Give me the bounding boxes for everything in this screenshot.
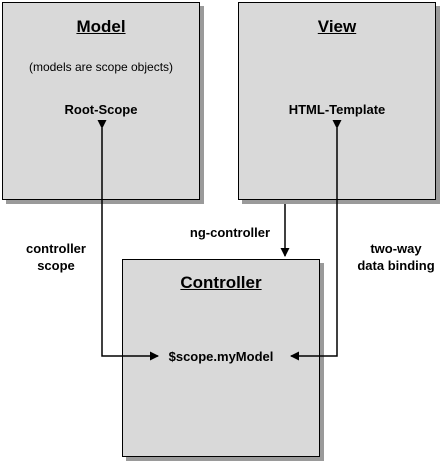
controller-scope-line1: controller <box>26 241 86 256</box>
html-template-label: HTML-Template <box>288 102 386 117</box>
view-title: View <box>317 17 357 36</box>
scope-my-model-label: $scope.myModel <box>168 349 274 364</box>
two-way-binding-label: two-way data binding <box>346 240 446 274</box>
model-title: Model <box>76 17 126 36</box>
root-scope-label: Root-Scope <box>64 102 138 117</box>
controller-scope-connector <box>97 120 159 361</box>
view-box: View HTML-Template <box>238 2 436 200</box>
model-box: Model (models are scope objects) Root-Sc… <box>2 2 200 200</box>
controller-title: Controller <box>180 273 262 292</box>
model-note: (models are scope objects) <box>28 60 174 74</box>
controller-scope-line2: scope <box>37 258 75 273</box>
controller-scope-label: controller scope <box>14 240 98 274</box>
two-way-line2: data binding <box>357 258 435 273</box>
ng-controller-label: ng-controller <box>189 225 271 240</box>
two-way-binding-connector <box>290 120 342 361</box>
two-way-line1: two-way <box>370 241 422 256</box>
